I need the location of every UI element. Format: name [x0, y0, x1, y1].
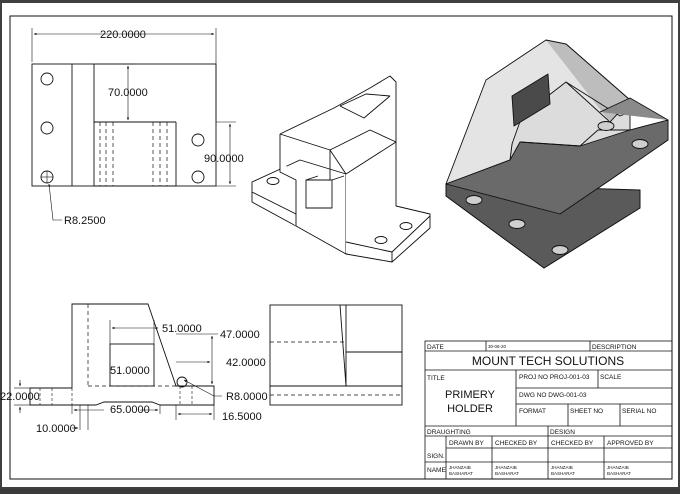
tb-description-label: DESCRIPTION: [592, 344, 637, 351]
isometric-line-view: [251, 75, 431, 263]
dim-top-inner: 70.0000: [108, 87, 148, 99]
tb-name-3b: BASHARAT: [551, 471, 575, 476]
tb-date-value: 30-06-20: [488, 344, 507, 349]
tb-proj-no: PROJ NO PROJ-001-03: [519, 374, 590, 381]
dim-front-51-top: 51.0000: [162, 323, 202, 335]
dim-front-22: 22.0000: [0, 391, 40, 403]
tb-serial-no-label: SERIAL NO: [622, 408, 656, 415]
side-view: [269, 304, 403, 406]
tb-name-2b: BASHARAT: [495, 471, 519, 476]
tb-dwg-no: DWG NO DWG-001-03: [519, 392, 587, 399]
dim-front-r8: R8.0000: [226, 391, 268, 403]
tb-name-4a: JHANZAIB: [607, 465, 629, 470]
tb-drawn-by: DRAWN BY: [449, 440, 484, 447]
drawing-border: [9, 15, 673, 480]
dim-front-65: 65.0000: [110, 404, 150, 416]
tb-design-label: DESIGN: [550, 429, 575, 436]
tb-sheet-no-label: SHEET NO: [570, 408, 603, 415]
tb-approved-by: APPROVED BY: [607, 440, 654, 447]
tb-format-label: FORMAT: [519, 408, 546, 415]
tb-name-1b: BASHARAT: [449, 471, 473, 476]
dim-front-42: 42.0000: [226, 357, 266, 369]
dim-hole-radius: R8.2500: [64, 215, 106, 227]
title-block: [424, 340, 673, 480]
dim-front-10: 10.0000: [36, 423, 76, 435]
dim-top-depth: 90.0000: [204, 153, 244, 165]
dim-front-51-inner: 51.0000: [110, 365, 150, 377]
tb-title-label: TITLE: [427, 375, 445, 382]
front-view: [14, 303, 222, 430]
tb-checked-by-2: CHECKED BY: [551, 440, 594, 447]
tb-date-label: DATE: [427, 344, 445, 351]
tb-checked-by-1: CHECKED BY: [495, 440, 538, 447]
tb-title-line2: HOLDER: [447, 403, 493, 415]
dim-front-16: 16.5000: [222, 411, 262, 423]
tb-scale-label: SCALE: [600, 374, 622, 381]
tb-drafting-label: DRAUGHTING: [427, 429, 471, 436]
dim-top-width: 220.0000: [100, 29, 146, 41]
tb-name-4b: BASHARAT: [607, 471, 631, 476]
tb-name-label: NAME: [427, 467, 446, 474]
dim-front-47: 47.0000: [220, 329, 260, 341]
tb-name-3a: JHANZAIB: [551, 465, 573, 470]
tb-name-1a: JHANZAIB: [449, 465, 471, 470]
tb-title-line1: PRIMERY: [445, 389, 496, 401]
isometric-shaded-view: [445, 39, 669, 269]
tb-name-2a: JHANZAIB: [495, 465, 517, 470]
top-view: [31, 28, 236, 221]
tb-company: MOUNT TECH SOLUTIONS: [472, 354, 624, 368]
tb-sign-label: SIGN.: [427, 453, 445, 460]
